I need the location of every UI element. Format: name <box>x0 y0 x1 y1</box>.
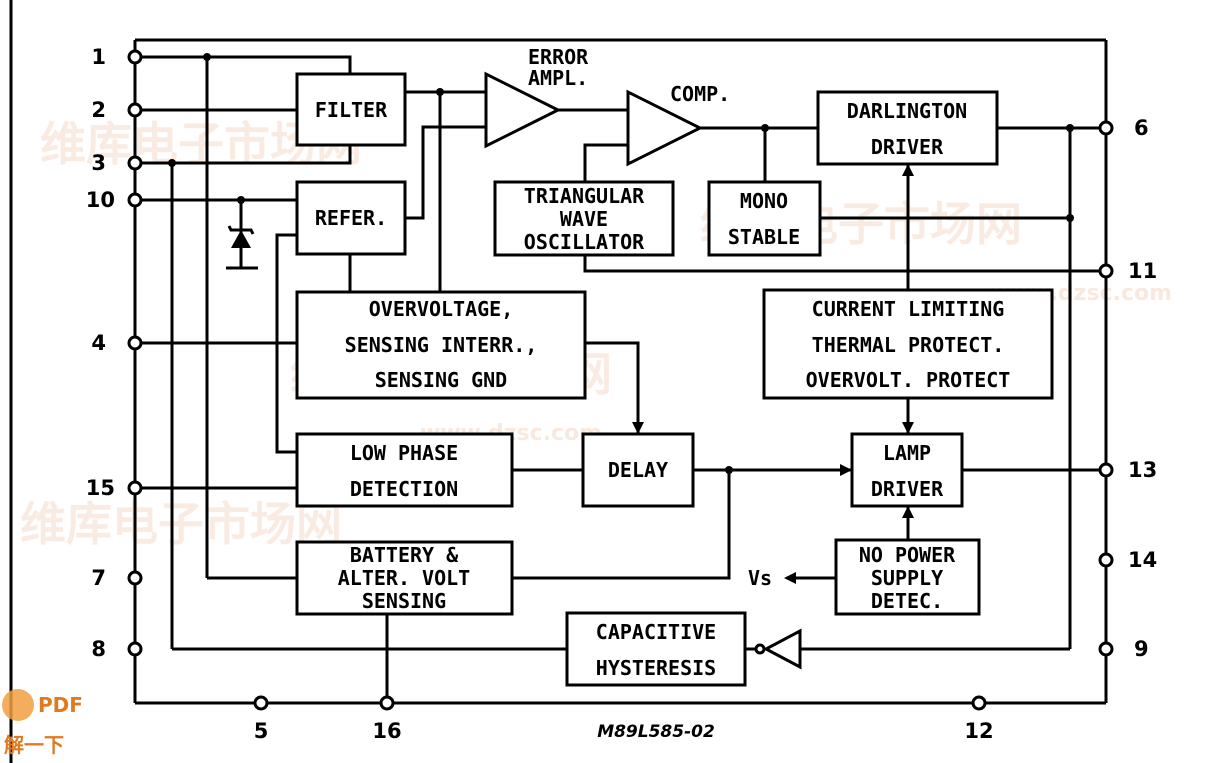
error-amplifier-icon <box>484 71 562 149</box>
delay-label: DELAY <box>608 458 668 482</box>
pdf-logo-icon <box>2 689 34 721</box>
lamp-driver-block: LAMP DRIVER <box>850 432 964 508</box>
zener-diode-icon <box>226 225 258 270</box>
pin-9 <box>1098 641 1114 657</box>
low-phase-label-1: LOW PHASE <box>350 441 458 465</box>
no-power-label-2: SUPPLY <box>871 566 943 590</box>
no-power-supply-block: NO POWER SUPPLY DETEC. <box>834 538 981 616</box>
refer-block: REFER. <box>295 180 407 256</box>
pin-10-label: 10 <box>86 188 115 212</box>
no-power-label-1: NO POWER <box>859 543 956 567</box>
comp-label: COMP. <box>670 82 730 106</box>
pin-13-label: 13 <box>1128 458 1157 482</box>
figure-code: M89L585-02 <box>597 722 715 742</box>
battery-label-3: SENSING <box>362 589 446 613</box>
low-phase-detection-block: LOW PHASE DETECTION <box>295 432 514 508</box>
pin-4-label: 4 <box>91 331 106 355</box>
pin-15-label: 15 <box>86 476 115 500</box>
connections <box>135 55 1106 703</box>
pin-8 <box>127 641 143 657</box>
current-label-1: CURRENT LIMITING <box>812 297 1005 321</box>
pin-7-label: 7 <box>91 566 106 590</box>
overvoltage-label-1: OVERVOLTAGE, <box>369 297 514 321</box>
pin-3-label: 3 <box>91 151 106 175</box>
capacitive-label-1: CAPACITIVE <box>596 620 716 644</box>
pdf-badge-sub: 解一下 <box>4 733 64 757</box>
arrowheads <box>632 164 914 584</box>
refer-label: REFER. <box>315 206 387 230</box>
overvoltage-label-2: SENSING INTERR., <box>345 333 538 357</box>
pin-2-label: 2 <box>91 98 106 122</box>
triangular-label-2: WAVE <box>560 207 608 231</box>
overvoltage-sensing-block: OVERVOLTAGE, SENSING INTERR., SENSING GN… <box>295 290 587 400</box>
lamp-label-2: DRIVER <box>871 477 944 501</box>
mono-label-1: MONO <box>740 189 788 213</box>
pin-1 <box>127 49 143 65</box>
pin-11-label: 11 <box>1128 259 1157 283</box>
pin-8-label: 8 <box>91 637 106 661</box>
capacitive-label-2: HYSTERESIS <box>596 656 716 680</box>
triangular-label-1: TRIANGULAR <box>524 184 645 208</box>
pin-6 <box>1098 120 1114 136</box>
watermark-text: 维库电子市场网 <box>20 497 342 551</box>
current-label-2: THERMAL PROTECT. <box>812 333 1005 357</box>
darlington-driver-block: DARLINGTON DRIVER <box>816 90 999 166</box>
battery-label-2: ALTER. VOLT <box>338 566 470 590</box>
pin-5-label: 5 <box>254 719 269 743</box>
triangular-oscillator-block: TRIANGULAR WAVE OSCILLATOR <box>493 180 675 257</box>
filter-block: FILTER <box>295 72 407 147</box>
low-phase-label-2: DETECTION <box>350 477 458 501</box>
pin-15 <box>127 480 143 496</box>
error-ampl-label-2: AMPL. <box>528 66 588 90</box>
pin-2 <box>127 102 143 118</box>
filter-label: FILTER <box>315 98 388 122</box>
no-power-label-3: DETEC. <box>871 589 943 613</box>
pin-3 <box>127 155 143 171</box>
pin-11 <box>1098 263 1114 279</box>
overvoltage-label-3: SENSING GND <box>375 368 507 392</box>
pin-13 <box>1098 462 1114 478</box>
capacitive-hysteresis-block: CAPACITIVE HYSTERESIS <box>565 611 747 687</box>
vs-label: Vs <box>748 566 772 590</box>
pin-14-label: 14 <box>1128 548 1157 572</box>
pin-14 <box>1098 552 1114 568</box>
mono-stable-block: MONO STABLE <box>707 180 822 257</box>
ic-outline <box>133 38 1108 705</box>
buffer-inverter-icon <box>754 628 802 670</box>
lamp-label-1: LAMP <box>883 441 931 465</box>
mono-label-2: STABLE <box>728 225 800 249</box>
delay-block: DELAY <box>581 432 695 508</box>
current-limiting-block: CURRENT LIMITING THERMAL PROTECT. OVERVO… <box>762 288 1054 400</box>
battery-label-1: BATTERY & <box>350 543 459 567</box>
error-ampl-label-1: ERROR <box>528 45 589 69</box>
pin-16 <box>379 695 395 711</box>
pin-7 <box>127 570 143 586</box>
pin-labels: 1 2 3 10 4 15 7 8 6 11 13 14 9 5 16 12 <box>86 45 1157 743</box>
triangular-label-3: OSCILLATOR <box>524 230 645 254</box>
current-label-3: OVERVOLT. PROTECT <box>806 368 1011 392</box>
pins <box>127 49 1114 711</box>
pin-16-label: 16 <box>372 719 401 743</box>
pin-4 <box>127 335 143 351</box>
pin-1-label: 1 <box>91 45 106 69</box>
pin-6-label: 6 <box>1134 116 1149 140</box>
battery-sensing-block: BATTERY & ALTER. VOLT SENSING <box>295 540 514 616</box>
darlington-label-2: DRIVER <box>871 135 944 159</box>
comparator-icon <box>626 89 704 167</box>
pin-5 <box>253 695 269 711</box>
pin-12 <box>971 695 987 711</box>
pdf-badge-label: PDF <box>38 693 83 717</box>
darlington-label-1: DARLINGTON <box>847 99 967 123</box>
pin-10 <box>127 192 143 208</box>
pin-12-label: 12 <box>964 719 993 743</box>
pdf-badge: PDF 解一下 <box>2 689 83 757</box>
pin-9-label: 9 <box>1134 637 1149 661</box>
